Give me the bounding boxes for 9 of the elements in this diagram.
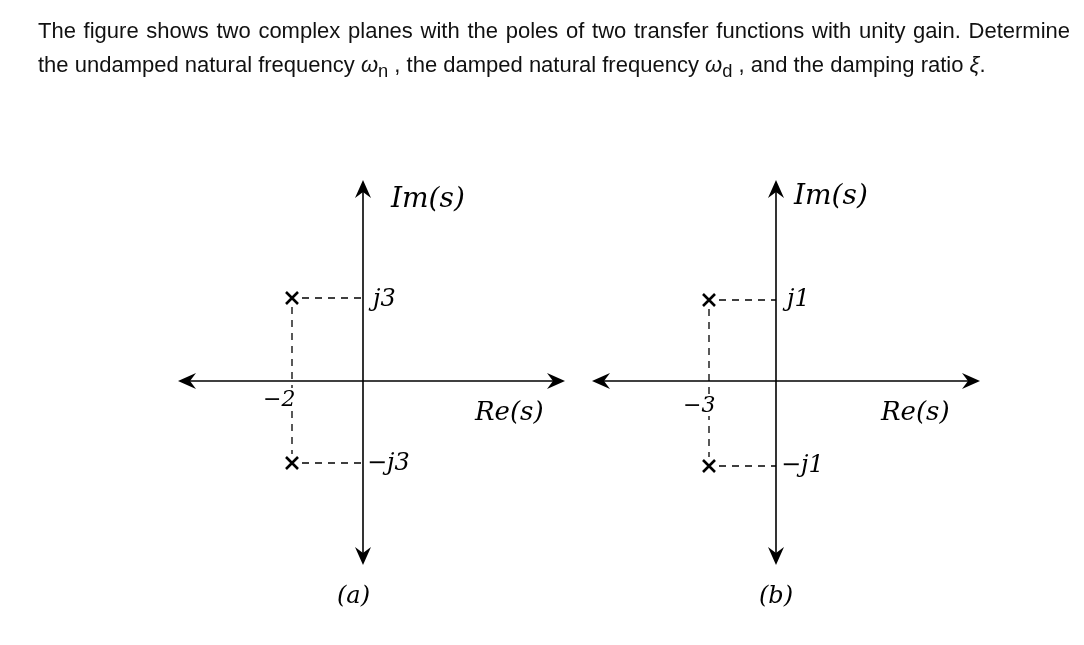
axis-label: Re(s) — [474, 398, 545, 424]
axis-label: Re(s) — [880, 398, 951, 424]
axis-label: (b) — [758, 583, 795, 607]
axis-label: Im(s) — [390, 184, 466, 212]
axis-label: −3 — [682, 394, 717, 416]
axis-label: −j3 — [366, 450, 411, 474]
axis-label: Im(s) — [793, 181, 869, 209]
axis-label: (a) — [336, 583, 372, 607]
question-text: The figure shows two complex planes with the poles of two transfer functions with unity gain. Determine the undamped natural frequency ω$_{n}$ , the damped natural frequency ω$_{d}$ , and the damping ratio ξ. — [38, 17, 1070, 84]
